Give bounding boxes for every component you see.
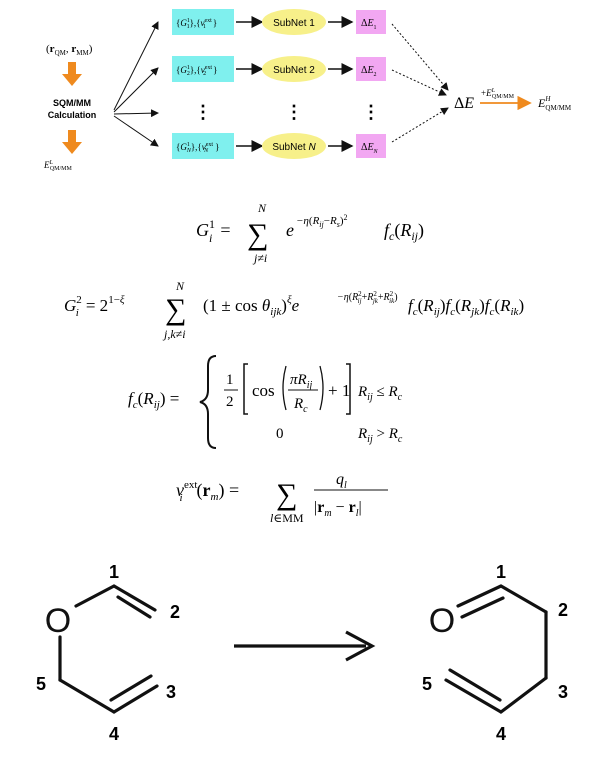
product-label-3: 3 <box>558 682 568 702</box>
product-oxygen: O <box>429 602 455 640</box>
svg-text:−η(Rij−Rs)2: −η(Rij−Rs)2 <box>296 213 348 229</box>
delta-box-n <box>356 134 386 158</box>
svg-text:0: 0 <box>276 426 284 442</box>
svg-text:fc(Rij)fc(Rjk)fc(Rik): fc(Rij)fc(Rjk)fc(Rik) <box>408 296 524 318</box>
product-label-2: 2 <box>558 600 568 620</box>
subnet-label-1: SubNet 1 <box>273 18 315 29</box>
converge-arrow-2 <box>391 69 447 96</box>
dots-subnet: ⋮ <box>285 102 303 122</box>
product-molecule <box>444 584 548 714</box>
orange-arrow-1 <box>62 62 82 86</box>
equation-fc: fc(Rij) = 1 2 cos πRij Rc + 1 Rij ≤ Rc 0… <box>128 355 403 449</box>
svg-text:G2i= 21−ξ: G2i= 21−ξ <box>64 294 125 319</box>
svg-text:(1 ± cos θijk)ξe: (1 ± cos θijk)ξe <box>203 294 300 318</box>
converge-arrow-n <box>391 107 449 143</box>
reactant-label-3: 3 <box>166 682 176 702</box>
svg-text:πRij: πRij <box>290 372 312 391</box>
svg-text:|rm − rl|: |rm − rl| <box>314 499 362 519</box>
svg-text:∑: ∑ <box>247 218 268 251</box>
sum-label: ΔE <box>454 95 474 112</box>
dots-delta: ⋮ <box>362 102 380 122</box>
fanout-arrow-3 <box>113 109 159 118</box>
reactant-molecule <box>58 584 159 714</box>
delta-label-1: ΔE1 <box>361 18 377 31</box>
feature-box-n <box>172 133 234 159</box>
svg-text:cos: cos <box>252 381 275 400</box>
svg-text:l∈MM: l∈MM <box>270 511 304 525</box>
orange-arrow-2 <box>62 130 82 154</box>
product-label-4: 4 <box>496 724 506 744</box>
reactant-label-5: 5 <box>36 674 46 694</box>
svg-text:1: 1 <box>226 372 234 388</box>
svg-text:j≠i: j≠i <box>252 251 267 265</box>
row-ellipsis: ⋮ ⋮ ⋮ <box>194 102 380 122</box>
fanout-arrow-4 <box>113 115 159 147</box>
svg-text:N: N <box>175 279 185 293</box>
subnet-ellipse-n <box>262 133 326 159</box>
feature-box-2 <box>172 56 234 82</box>
calc-label-line2: Calculation <box>48 110 97 120</box>
svg-text:Rij ≤ Rc: Rij ≤ Rc <box>357 384 403 403</box>
product-label-5: 5 <box>422 674 432 694</box>
svg-text:Rc: Rc <box>293 396 308 415</box>
delta-label-2: ΔE2 <box>361 65 377 78</box>
delta-box-1 <box>356 10 386 34</box>
subnet-ellipse-1 <box>262 9 326 35</box>
piecewise-brace <box>199 355 217 449</box>
svg-text:Rij > Rc: Rij > Rc <box>357 426 403 445</box>
inputs-label: (rQM, rMM) <box>46 43 93 57</box>
reactant-label-4: 4 <box>109 724 119 744</box>
svg-text:G1i=: G1i= <box>196 217 231 245</box>
fanout-arrow-1 <box>113 21 159 111</box>
reactant-oxygen: O <box>45 602 71 640</box>
reactant-label-1: 1 <box>109 562 119 582</box>
svg-text:∑: ∑ <box>276 478 297 511</box>
converge-arrow-1 <box>391 23 449 91</box>
dots-features: ⋮ <box>194 102 212 122</box>
feature-box-1 <box>172 9 234 35</box>
product-label-1: 1 <box>496 562 506 582</box>
reactant-label-2: 2 <box>170 602 180 622</box>
fanout-arrow-2 <box>113 67 159 113</box>
svg-text:e: e <box>286 220 294 240</box>
svg-text:+ 1: + 1 <box>328 381 350 400</box>
calc-label-line1: SQM/MM <box>53 98 91 108</box>
svg-text:∑: ∑ <box>165 293 186 326</box>
svg-text:fc(Rij): fc(Rij) <box>384 220 424 243</box>
subnet-ellipse-2 <box>262 56 326 82</box>
svg-text:j,k≠i: j,k≠i <box>162 327 186 341</box>
reaction-arrowhead <box>345 630 376 662</box>
subnet-label-2: SubNet 2 <box>273 65 315 76</box>
svg-text:N: N <box>257 201 267 215</box>
svg-text:fc(Rij) =: fc(Rij) = <box>128 389 179 411</box>
svg-text:ql: ql <box>336 471 347 491</box>
svg-text:2: 2 <box>226 394 234 410</box>
subnet-label-n: SubNet N <box>272 142 316 153</box>
delta-box-2 <box>356 57 386 81</box>
